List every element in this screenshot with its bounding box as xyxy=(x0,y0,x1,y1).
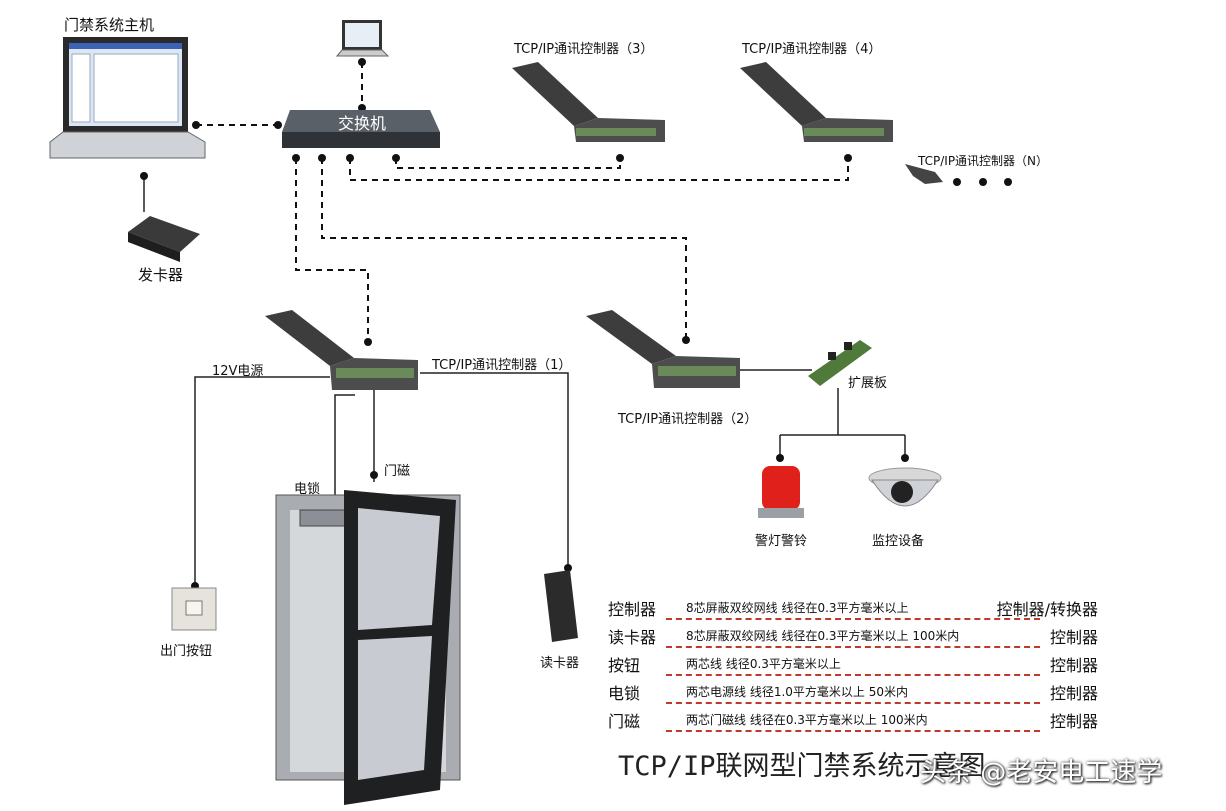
card-issuer-icon xyxy=(128,216,200,262)
card-reader-icon xyxy=(544,570,578,642)
controller-4-label: TCP/IP通讯控制器（4） xyxy=(742,42,882,57)
wiring-dash xyxy=(666,674,1040,676)
door-icon xyxy=(275,490,461,805)
host-laptop-icon xyxy=(49,37,206,159)
network-links xyxy=(196,62,849,342)
controller-n-label: TCP/IP通讯控制器（N） xyxy=(918,154,1049,168)
watermark: 头条 @老安电工速学 xyxy=(920,758,1163,788)
wiring-from: 控制器 xyxy=(608,600,657,619)
wiring-from: 门磁 xyxy=(608,712,641,731)
wiring-dash xyxy=(666,702,1040,704)
controller-1-label: TCP/IP通讯控制器（1） xyxy=(432,358,572,373)
reader-label: 读卡器 xyxy=(540,656,580,671)
diagram-title: TCP/IP联网型门禁系统示意图 xyxy=(618,751,986,782)
controller-2-label: TCP/IP通讯控制器（2） xyxy=(618,412,758,427)
wiring-row: 电锁 两芯电源线 线径1.0平方毫米以上 50米内 控制器 xyxy=(608,680,1098,706)
card-issuer-label: 发卡器 xyxy=(138,266,184,284)
wiring-row: 读卡器 8芯屏蔽双绞网线 线径在0.3平方毫米以上 100米内 控制器 xyxy=(608,624,1098,650)
controller-4-icon xyxy=(740,62,893,142)
wiring-desc: 8芯屏蔽双绞网线 线径在0.3平方毫米以上 100米内 xyxy=(686,629,960,643)
magnet-label: 门磁 xyxy=(384,464,411,479)
wiring-dash xyxy=(666,730,1040,732)
controller-2-icon xyxy=(586,310,740,388)
wiring-to: 控制器 xyxy=(1049,656,1098,675)
switch-label: 交换机 xyxy=(338,114,387,133)
expansion-label: 扩展板 xyxy=(848,376,888,391)
wiring-from: 读卡器 xyxy=(608,628,657,647)
controller-1-icon xyxy=(265,310,418,390)
controller-3-icon xyxy=(512,62,665,142)
wiring-to: 控制器 xyxy=(1049,628,1098,647)
wiring-to: 控制器 xyxy=(1049,712,1098,731)
client-laptop-icon xyxy=(335,20,390,57)
wiring-row: 门磁 两芯门磁线 线径在0.3平方毫米以上 100米内 控制器 xyxy=(608,708,1098,734)
camera-label: 监控设备 xyxy=(872,534,925,549)
wiring-desc: 两芯门磁线 线径在0.3平方毫米以上 100米内 xyxy=(686,713,928,727)
wiring-to: 控制器 xyxy=(1049,684,1098,703)
switch-icon xyxy=(282,110,440,148)
alarm-light-icon xyxy=(758,466,804,518)
power-label: 12V电源 xyxy=(212,364,264,379)
wiring-desc: 两芯线 线径0.3平方毫米以上 xyxy=(686,657,841,671)
wiring-desc: 8芯屏蔽双绞网线 线径在0.3平方毫米以上 xyxy=(686,601,909,615)
wiring-row: 按钮 两芯线 线径0.3平方毫米以上 控制器 xyxy=(608,652,1098,678)
solid-wires xyxy=(143,172,906,586)
wiring-dash xyxy=(666,618,1040,620)
wiring-dash xyxy=(666,646,1040,648)
dome-camera-icon xyxy=(868,467,942,507)
exit-button-icon xyxy=(171,587,217,631)
controller-3-label: TCP/IP通讯控制器（3） xyxy=(514,42,654,57)
wiring-to: 控制器/转换器 xyxy=(996,600,1098,619)
wiring-from: 电锁 xyxy=(608,684,641,703)
alarm-label: 警灯警铃 xyxy=(755,534,808,549)
controller-n-icon xyxy=(905,164,943,184)
elock-label: 电锁 xyxy=(294,482,321,497)
wiring-desc: 两芯电源线 线径1.0平方毫米以上 50米内 xyxy=(686,685,908,699)
wiring-row: 控制器 8芯屏蔽双绞网线 线径在0.3平方毫米以上 控制器/转换器 xyxy=(608,596,1098,622)
wiring-from: 按钮 xyxy=(608,656,641,675)
host-label: 门禁系统主机 xyxy=(64,16,155,34)
exit-button-label: 出门按钮 xyxy=(160,644,213,659)
expansion-board-icon xyxy=(808,340,872,386)
